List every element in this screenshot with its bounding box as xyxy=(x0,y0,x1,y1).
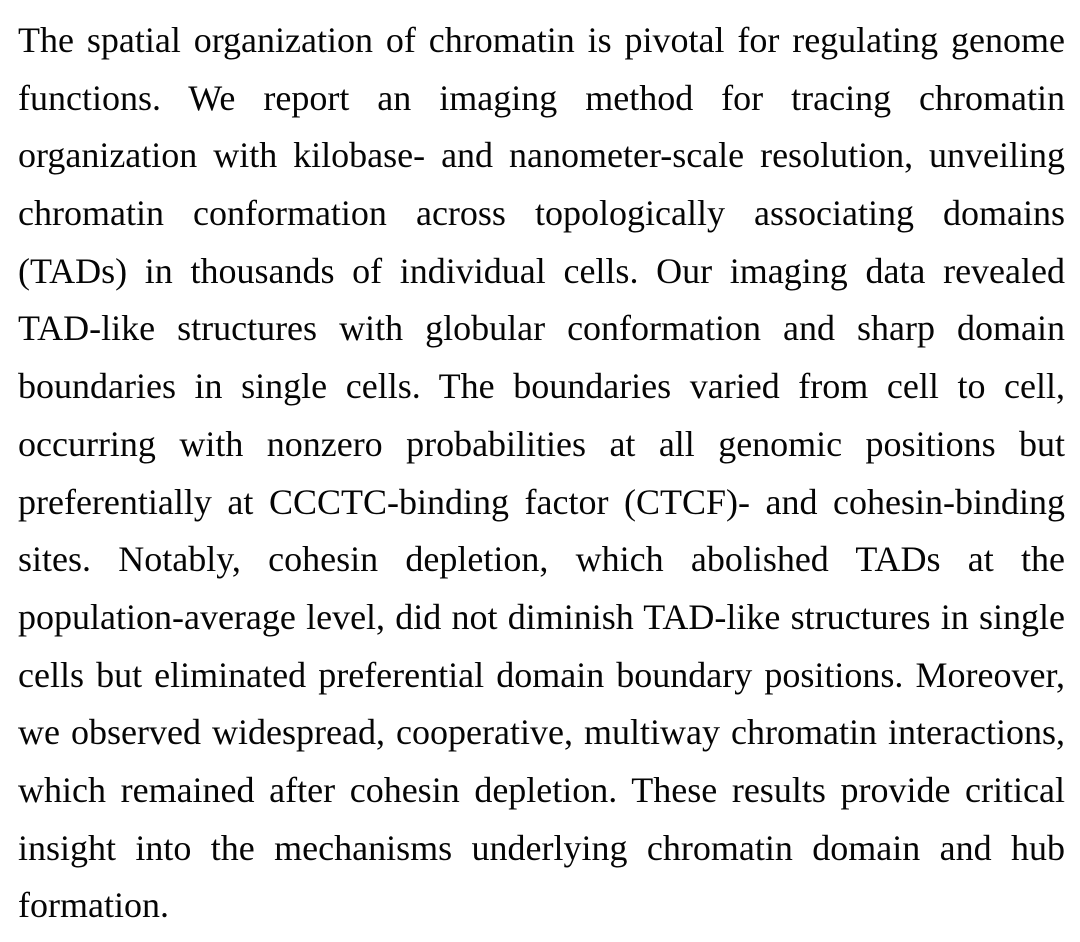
abstract-line-9: preferentially at CCCTC-binding factor (… xyxy=(18,481,1065,522)
abstract-line-15: insight into the mechanisms underlying c… xyxy=(18,827,1065,868)
abstract-paragraph: The spatial organization of chromatin is… xyxy=(18,12,1065,935)
abstract-line-2: functions. We report an imaging method f… xyxy=(18,77,1065,118)
abstract-line-6: TAD-like structures with globular confor… xyxy=(18,308,1065,349)
abstract-line-8: occurring with nonzero probabilities at … xyxy=(18,423,1065,464)
abstract-line-10: sites. Notably, cohesin depletion, which… xyxy=(18,539,1065,580)
abstract-line-7: boundaries in single cells. The boundari… xyxy=(18,366,1065,407)
abstract-line-14: which remained after cohesin depletion. … xyxy=(18,769,1065,810)
abstract-line-11: population-average level, did not dimini… xyxy=(18,596,1065,637)
abstract-line-3: organization with kilobase- and nanomete… xyxy=(18,135,1065,176)
abstract-line-16: formation. xyxy=(18,885,169,926)
abstract-line-1: The spatial organization of chromatin is… xyxy=(18,20,1065,60)
abstract-line-4: chromatin conformation across topologica… xyxy=(18,193,1065,234)
abstract-line-13: we observed widespread, cooperative, mul… xyxy=(18,712,1065,753)
abstract-line-5: (TADs) in thousands of individual cells.… xyxy=(18,250,1065,291)
abstract-line-12: cells but eliminated preferential domain… xyxy=(18,654,1065,695)
